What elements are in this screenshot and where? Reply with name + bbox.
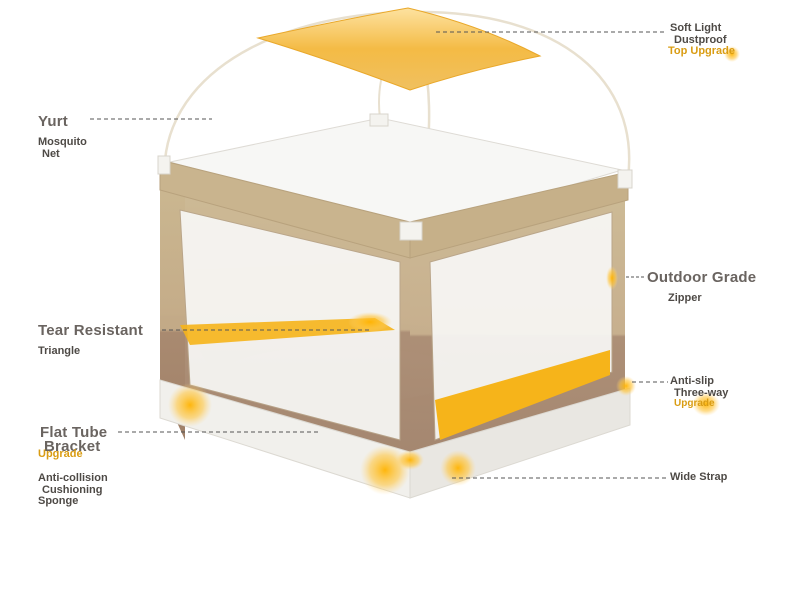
label-net: Net xyxy=(42,148,60,160)
label-cushioning: Cushioning xyxy=(42,484,103,496)
label-yurt: Yurt xyxy=(38,113,68,130)
glow-antislip xyxy=(616,376,636,396)
label-anti-slip: Anti-slip xyxy=(670,375,714,387)
glow-strap xyxy=(396,450,424,470)
arch-pole-right xyxy=(419,10,631,179)
glow-zipper xyxy=(606,266,618,290)
corner-connector xyxy=(369,113,389,127)
glow-antislip-2 xyxy=(692,392,720,416)
top-rail-right xyxy=(409,171,629,259)
glow-tube xyxy=(168,383,212,427)
bottom-strip-left xyxy=(180,318,395,345)
label-wide-strap: Wide Strap xyxy=(670,471,728,483)
label-soft-light: Soft Light xyxy=(670,22,722,34)
canopy-top xyxy=(256,7,542,91)
label-flat-upgrade: Upgrade xyxy=(38,448,83,460)
label-three-way: Three-way xyxy=(674,387,729,399)
corner-connector xyxy=(617,169,633,189)
label-flat-tube: Flat Tube xyxy=(40,424,108,441)
bottom-strip-right xyxy=(435,350,610,440)
glow-corner-right xyxy=(440,450,476,486)
label-zipper: Zipper xyxy=(668,292,702,304)
label-dustproof: Dustproof xyxy=(674,34,727,46)
label-top-upgrade: Top Upgrade xyxy=(668,45,736,57)
glow-triangle xyxy=(348,312,392,332)
label-sponge: Sponge xyxy=(38,495,79,507)
corner-connector xyxy=(157,155,171,175)
corner-connector xyxy=(399,221,423,241)
label-tear-resistant: Tear Resistant xyxy=(38,322,144,339)
label-bracket: Bracket xyxy=(44,438,101,455)
label-triangle: Triangle xyxy=(38,345,81,357)
label-outdoor-grade: Outdoor Grade xyxy=(647,269,757,286)
label-antislip-upgrade: Upgrade xyxy=(674,398,715,409)
glow-top xyxy=(724,46,740,62)
label-anti-collision: Anti-collision xyxy=(38,472,108,484)
label-mosquito: Mosquito xyxy=(38,136,87,148)
